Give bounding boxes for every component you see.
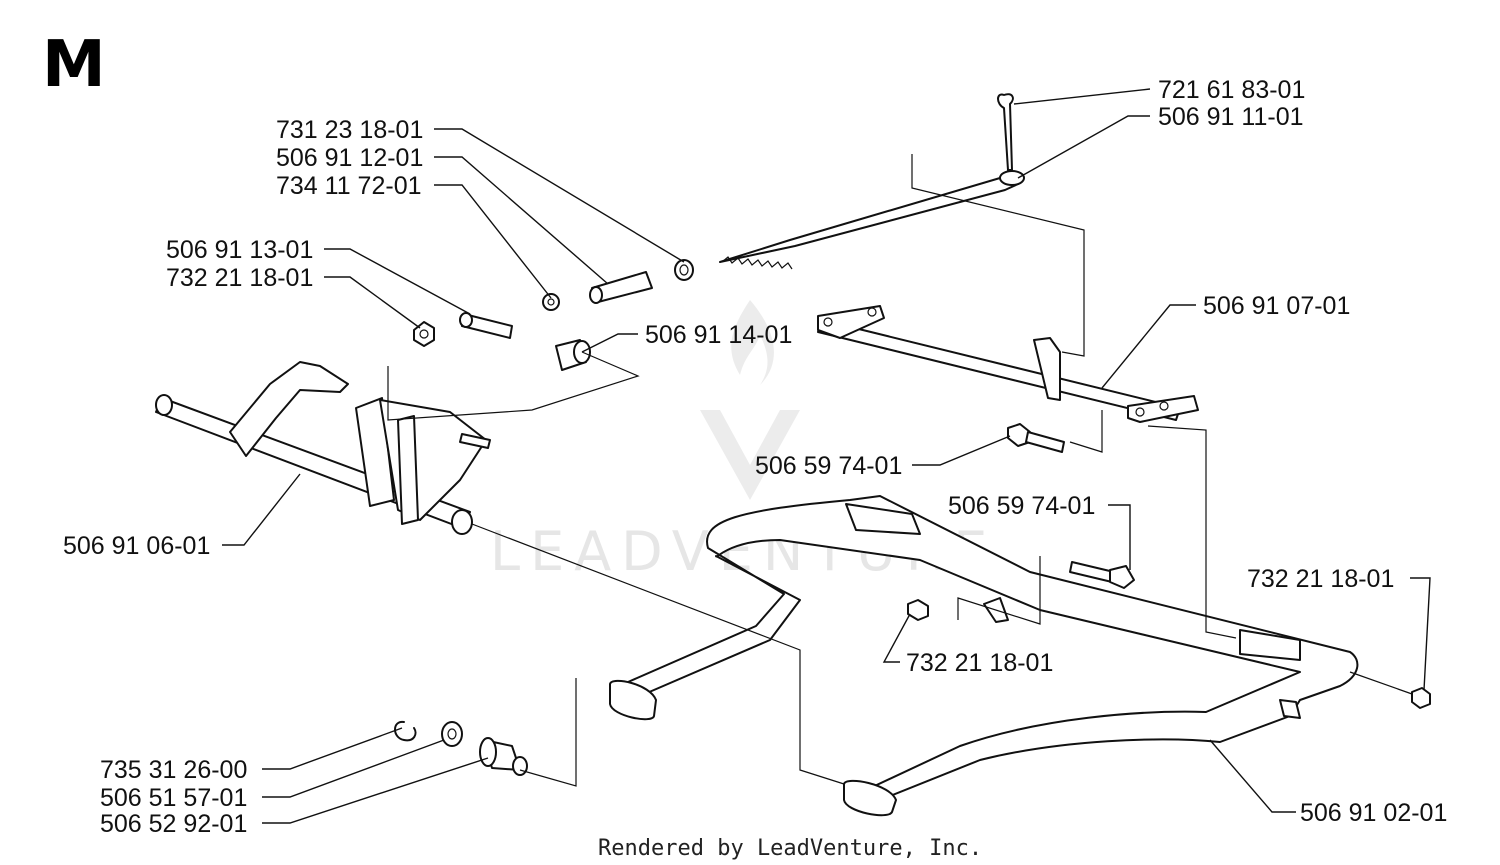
- part-label-732-21-18-01-b: 732 21 18-01: [906, 649, 1053, 677]
- part-label-734-11-72-01: 734 11 72-01: [276, 172, 422, 200]
- part-label-506-91-12-01: 506 91 12-01: [276, 144, 423, 172]
- part-label-721-61-83-01: 721 61 83-01: [1158, 76, 1305, 104]
- control-rod: [719, 170, 1025, 270]
- washer: [542, 293, 560, 311]
- bolt-frame: [1069, 561, 1135, 589]
- threaded-bushing: [479, 737, 528, 776]
- pivot-bar: [817, 305, 1199, 423]
- pivot-pin: [459, 312, 513, 339]
- bolt-upper: [1007, 423, 1065, 453]
- part-number-labels: 721 61 83-01 506 91 11-01 731 23 18-01 5…: [63, 76, 1447, 838]
- crank-assembly: [155, 361, 491, 535]
- alignment-guides: [387, 154, 1413, 787]
- part-label-506-91-07-01: 506 91 07-01: [1203, 292, 1350, 320]
- leader-lines: [222, 88, 1431, 824]
- circlip: [394, 720, 417, 742]
- lock-nut-frame: [907, 599, 929, 621]
- part-label-506-59-74-01-b: 506 59 74-01: [948, 492, 1095, 520]
- part-label-506-91-13-01: 506 91 13-01: [166, 236, 313, 264]
- part-label-732-21-18-01-c: 732 21 18-01: [1247, 565, 1394, 593]
- section-letter: M: [42, 28, 106, 102]
- lower-washer: [441, 721, 463, 747]
- bushing: [555, 339, 591, 371]
- flame-logo-icon: [731, 300, 774, 385]
- part-label-506-59-74-01-a: 506 59 74-01: [755, 452, 902, 480]
- cotter-pin: [997, 93, 1014, 171]
- part-label-731-23-18-01: 731 23 18-01: [276, 116, 423, 144]
- tube-spacer: [589, 271, 653, 304]
- part-label-732-21-18-01-a: 732 21 18-01: [166, 264, 313, 292]
- part-label-735-31-26-00: 735 31 26-00: [100, 756, 247, 784]
- rod-nut: [674, 259, 694, 281]
- watermark-logo-icon: [700, 410, 800, 500]
- part-label-506-91-11-01: 506 91 11-01: [1158, 103, 1304, 131]
- part-label-506-91-14-01: 506 91 14-01: [645, 321, 792, 349]
- main-frame: [609, 495, 1359, 817]
- part-label-506-91-06-01: 506 91 06-01: [63, 532, 210, 560]
- part-label-506-52-92-01: 506 52 92-01: [100, 810, 247, 838]
- footer-credit: Rendered by LeadVenture, Inc.: [598, 836, 982, 861]
- part-label-506-51-57-01: 506 51 57-01: [100, 784, 247, 812]
- lock-nut-right: [1411, 687, 1431, 709]
- part-label-506-91-02-01: 506 91 02-01: [1300, 799, 1447, 827]
